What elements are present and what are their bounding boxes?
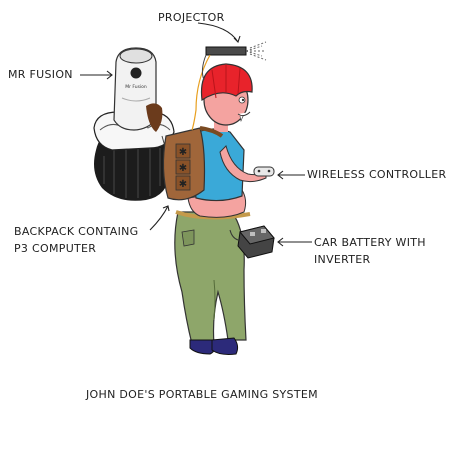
svg-text:✱: ✱: [179, 163, 187, 174]
pants: [174, 211, 247, 345]
right-shoe: [211, 337, 239, 355]
label-projector: PROJECTOR: [158, 11, 225, 24]
svg-text:✱: ✱: [179, 147, 187, 158]
arrow-backpack: [149, 205, 169, 231]
pointer-arrows: [80, 22, 312, 247]
wireless-controller: [253, 166, 275, 177]
label-backpack-line1: BACKPACK CONTAING: [14, 225, 139, 238]
arrow-projector: [197, 22, 239, 43]
projector: [191, 41, 267, 131]
svg-text:✱: ✱: [179, 179, 187, 190]
mr-fusion-device: Mr Fusion: [93, 47, 177, 201]
fusion-brand-text: Mr Fusion: [125, 84, 147, 90]
label-mr-fusion: MR FUSION: [8, 68, 73, 81]
label-battery-line2: INVERTER: [314, 253, 371, 266]
label-wireless-controller: WIRELESS CONTROLLER: [307, 168, 447, 181]
car-battery: [229, 225, 275, 259]
label-battery-line1: CAR BATTERY WITH: [314, 236, 426, 249]
caption: JOHN DOE'S PORTABLE GAMING SYSTEM: [86, 388, 318, 401]
person: [174, 63, 275, 355]
backpack: ✱ ✱ ✱: [162, 126, 224, 201]
label-backpack-line2: P3 COMPUTER: [14, 242, 97, 255]
